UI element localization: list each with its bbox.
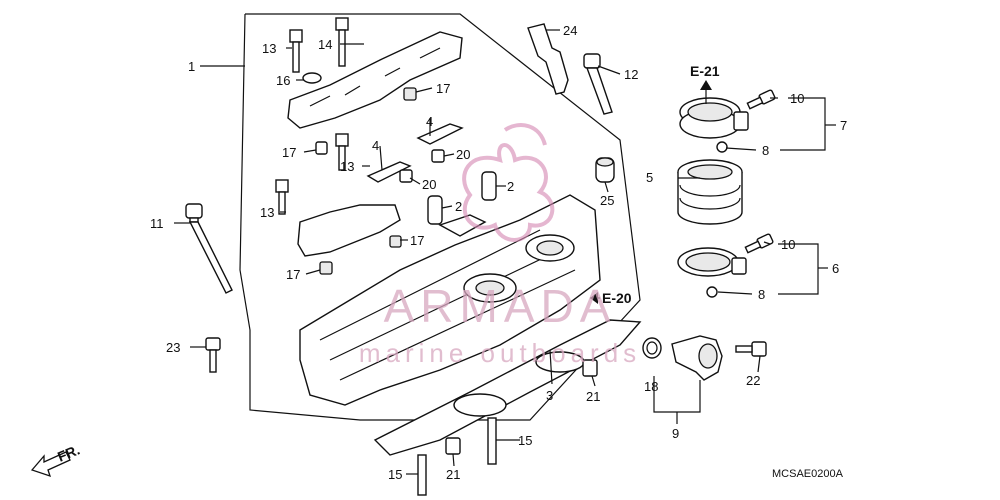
nut-8-lower xyxy=(706,286,718,298)
camshaft-holder-upper xyxy=(287,31,463,129)
ref-e21-label: E-21 xyxy=(690,63,720,79)
ref-e20-label: E-20 xyxy=(602,290,632,306)
callout-13-top: 13 xyxy=(262,41,276,56)
bolt-22 xyxy=(735,341,767,357)
front-label: FR. xyxy=(55,441,82,464)
bolt-13-low xyxy=(275,179,289,215)
callout-24: 24 xyxy=(563,23,577,38)
callout-2-right: 2 xyxy=(507,179,514,194)
front-arrow-icon xyxy=(30,451,71,478)
head-gasket xyxy=(373,319,642,456)
screw-10-lower xyxy=(744,233,774,254)
callout-6: 6 xyxy=(832,261,839,276)
plate-4-lower xyxy=(366,161,412,183)
cylinder-head xyxy=(299,194,601,406)
dowel-21-right xyxy=(582,359,598,377)
dowel-2-left xyxy=(427,195,443,225)
washer-16 xyxy=(302,72,322,84)
watermark-logo-icon xyxy=(462,123,555,242)
callout-5: 5 xyxy=(646,170,653,185)
callout-10-upper: 10 xyxy=(790,91,804,106)
callout-8-lower: 8 xyxy=(758,287,765,302)
camshaft-holder-lower xyxy=(297,204,402,275)
stud-15-right xyxy=(487,417,497,465)
clamp-7 xyxy=(679,97,749,139)
bolt-14 xyxy=(335,17,349,67)
watermark-brand: ARMADA xyxy=(384,280,617,332)
ref-e21-arrow-icon xyxy=(700,80,712,90)
leader-lines xyxy=(174,29,836,475)
callout-21-bottom: 21 xyxy=(446,467,460,482)
callout-25: 25 xyxy=(600,193,614,208)
callout-20-upper: 20 xyxy=(456,147,470,162)
callout-7: 7 xyxy=(840,118,847,133)
callout-15-right: 15 xyxy=(518,433,532,448)
seal-25 xyxy=(595,157,615,183)
ref-e20-arrow-icon xyxy=(590,292,598,304)
bolt-12 xyxy=(583,53,613,115)
callout-17-right: 17 xyxy=(410,233,424,248)
o-ring-18 xyxy=(642,337,662,359)
callout-11: 11 xyxy=(150,216,164,231)
callout-2-left: 2 xyxy=(455,199,462,214)
bolt-23 xyxy=(205,337,221,373)
sensor-9 xyxy=(671,335,723,381)
callout-22: 22 xyxy=(746,373,760,388)
callout-15-bottom: 15 xyxy=(388,467,402,482)
callout-13-mid: 13 xyxy=(340,159,354,174)
bolt-13-top xyxy=(289,29,303,73)
callout-1: 1 xyxy=(188,59,195,74)
dowel-20-a xyxy=(431,149,445,163)
callout-9: 9 xyxy=(672,426,679,441)
dowel-21-bottom xyxy=(445,437,461,455)
nut-8-upper xyxy=(716,141,728,153)
spark-plug-24 xyxy=(527,23,569,95)
callout-21-right: 21 xyxy=(586,389,600,404)
callout-23: 23 xyxy=(166,340,180,355)
callout-8-upper: 8 xyxy=(762,143,769,158)
watermark: ARMADA marine outboards xyxy=(359,123,641,368)
clamp-6 xyxy=(677,247,747,277)
screw-10-upper xyxy=(746,89,776,110)
dowel-20-b xyxy=(399,169,413,183)
callout-labels: 1 2 2 3 4 4 5 6 7 8 8 9 10 10 11 12 13 1… xyxy=(150,23,847,482)
callout-4-upper: 4 xyxy=(426,114,433,129)
dowel-2-right xyxy=(481,171,497,201)
reference-e21: E-21 xyxy=(690,63,720,90)
stud-15-bottom xyxy=(417,454,427,496)
bolt-11 xyxy=(185,203,233,294)
callout-17-mid: 17 xyxy=(282,145,296,160)
callout-18: 18 xyxy=(644,379,658,394)
callout-17-low: 17 xyxy=(286,267,300,282)
callout-14: 14 xyxy=(318,37,332,52)
reference-e20: E-20 xyxy=(590,290,632,306)
watermark-sub: marine outboards xyxy=(359,338,641,368)
callout-13-low: 13 xyxy=(260,205,274,220)
dowel-17-a xyxy=(315,141,328,155)
diagram-code: MCSAE0200A xyxy=(772,468,844,480)
callout-3: 3 xyxy=(546,388,553,403)
callout-10-lower: 10 xyxy=(781,237,795,252)
insulator-5 xyxy=(677,159,743,225)
callout-20-lower: 20 xyxy=(422,177,436,192)
callout-17-top: 17 xyxy=(436,81,450,96)
callout-12: 12 xyxy=(624,67,638,82)
plate-4-upper xyxy=(416,123,464,145)
bolt-13-mid xyxy=(335,133,349,171)
front-direction-marker: FR. xyxy=(30,441,82,478)
callout-4-lower: 4 xyxy=(372,138,379,153)
callout-16: 16 xyxy=(276,73,290,88)
